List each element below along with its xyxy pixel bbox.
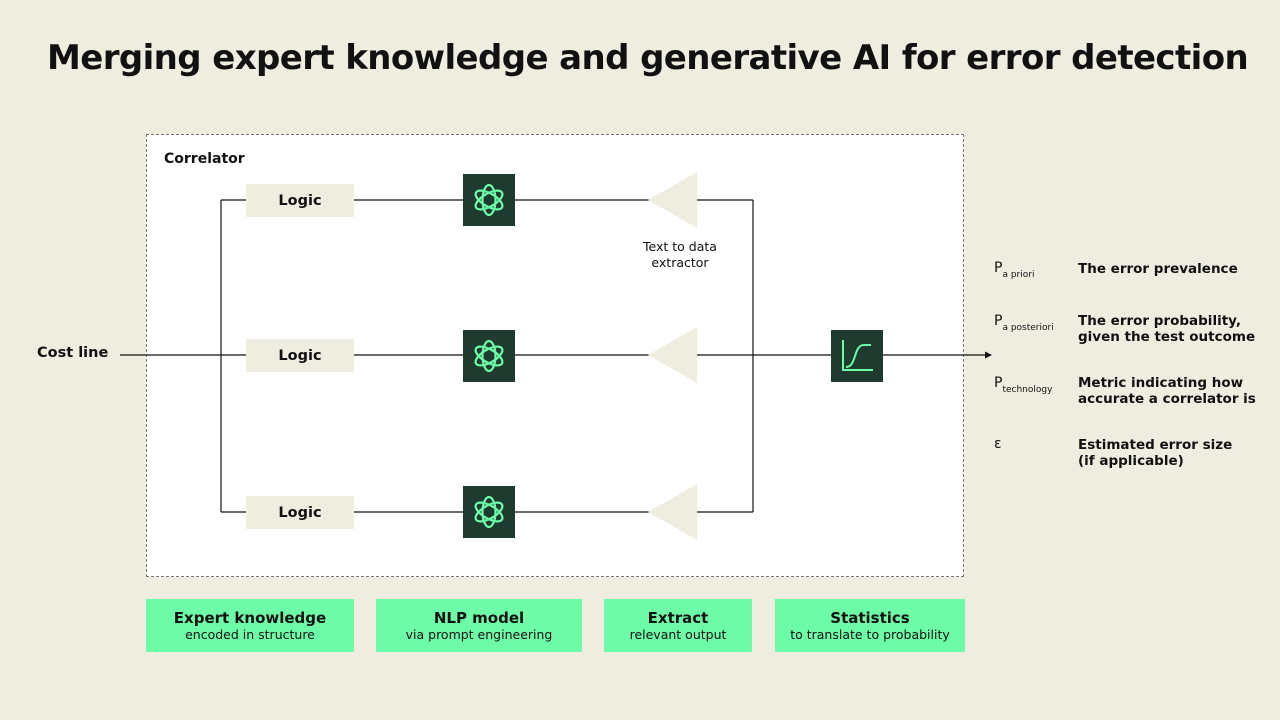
stage-subtitle: to translate to probability [790,626,950,642]
stage-title: Extract [647,608,709,627]
page-title: Merging expert knowledge and generative … [47,38,1249,78]
stage-subtitle: via prompt engineering [405,626,553,642]
output-description: The error probability, given the test ou… [1078,313,1256,345]
output-description: The error prevalence [1078,261,1238,277]
logic-label: Logic [278,504,322,521]
stage-expert-knowledge: Expert knowledge encoded in structure [146,599,354,652]
extractor-caption: Text to data extractor [643,239,717,270]
logic-label: Logic [278,192,322,209]
stage-title: NLP model [433,608,525,627]
stage-extract: Extract relevant output [604,599,752,652]
stage-nlp-model: NLP model via prompt engineering [376,599,582,652]
stage-title: Expert knowledge [173,608,327,627]
logic-box-3: Logic [246,496,354,529]
input-label: Cost line [37,345,109,361]
output-symbol-a-priori: Pa priori [994,260,1035,280]
output-symbol-a-posteriori: Pa posteriori [994,313,1054,333]
openai-logo-icon [463,486,515,538]
openai-logo-icon [463,174,515,226]
correlator-label: Correlator [164,151,245,167]
output-description: Estimated error size (if applicable) [1078,437,1233,469]
stage-subtitle: relevant output [629,626,727,642]
stage-title: Statistics [830,608,910,627]
logic-box-1: Logic [246,184,354,217]
output-symbol-technology: Ptechnology [994,375,1053,395]
logic-label: Logic [278,347,322,364]
sigmoid-curve-icon [831,330,883,382]
stage-subtitle: encoded in structure [185,626,315,642]
output-description: Metric indicating how accurate a correla… [1078,375,1256,407]
logic-box-2: Logic [246,339,354,372]
output-symbol-epsilon: ε [994,436,1002,452]
output-arrowhead [985,351,992,359]
stage-statistics: Statistics to translate to probability [775,599,965,652]
openai-logo-icon [463,330,515,382]
